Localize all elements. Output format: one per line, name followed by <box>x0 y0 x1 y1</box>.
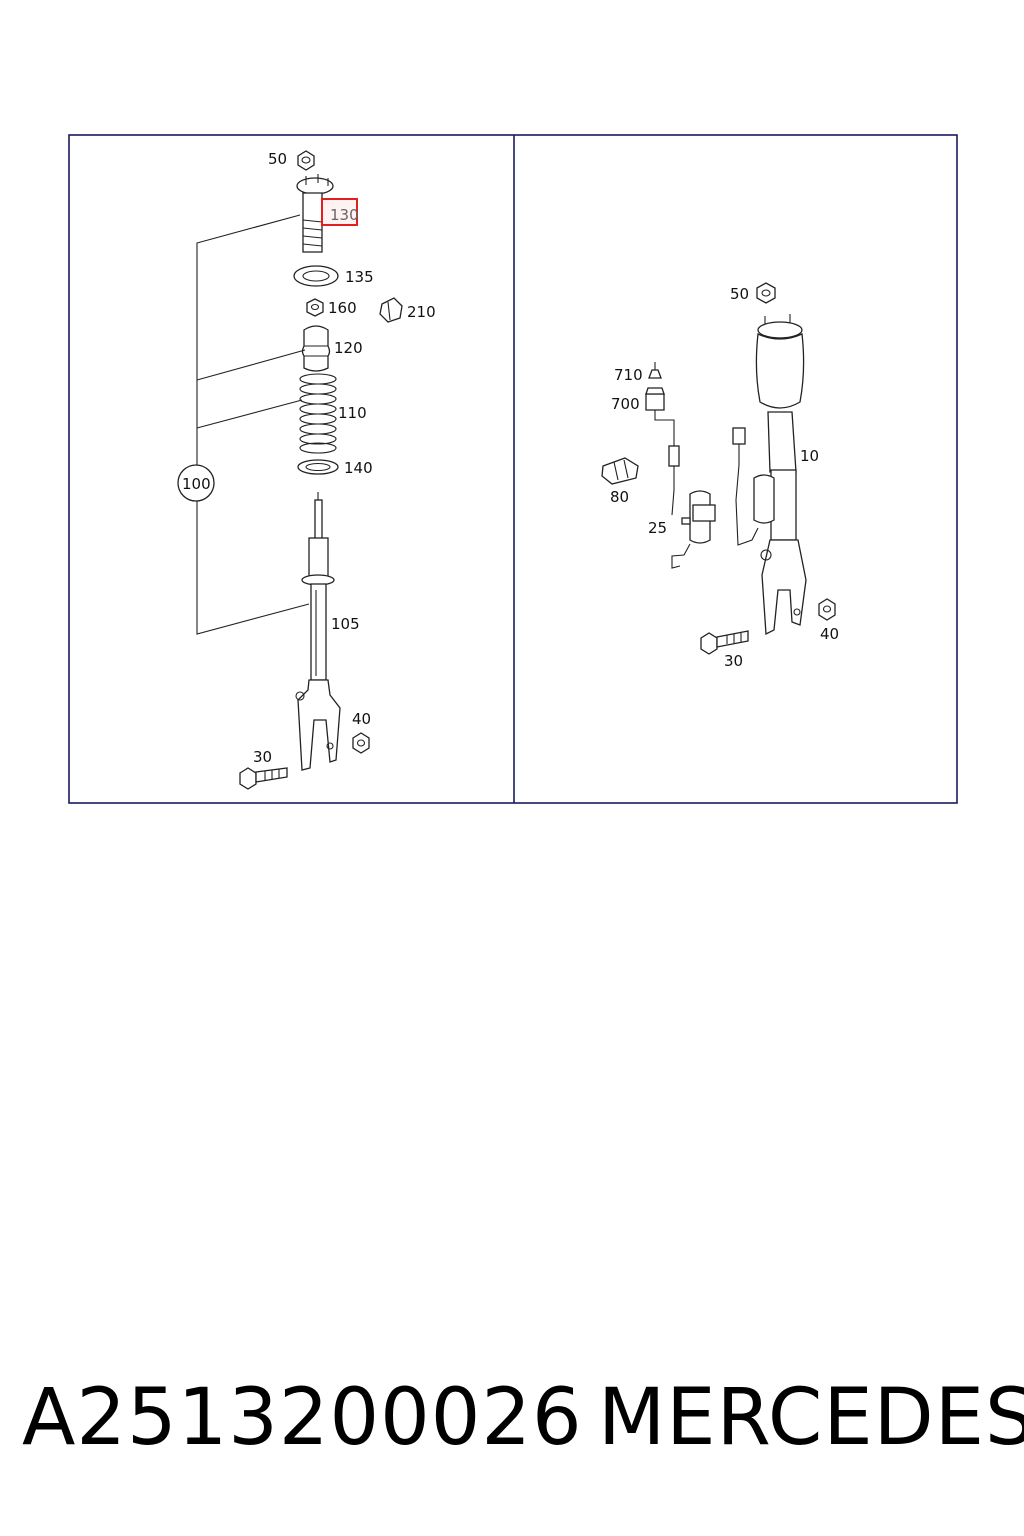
part-140-lower-seat[interactable] <box>297 459 339 475</box>
part-110-coil-spring[interactable] <box>299 373 337 454</box>
parts-diagram: 50 130 135 160 <box>68 134 958 804</box>
callout-30-right[interactable]: 30 <box>724 652 743 670</box>
right-panel: 50 10 710 700 <box>601 282 839 670</box>
part-number-label: A2513200026 <box>22 1373 583 1463</box>
part-40-nut-right[interactable] <box>818 598 836 621</box>
part-25-sensor[interactable] <box>671 490 716 569</box>
part-80-bracket[interactable] <box>601 457 639 485</box>
callout-120[interactable]: 120 <box>334 339 363 357</box>
callout-25[interactable]: 25 <box>648 519 667 537</box>
callout-105[interactable]: 105 <box>331 615 360 633</box>
callout-140[interactable]: 140 <box>344 459 373 477</box>
group-100-bracket <box>196 214 310 635</box>
callout-10[interactable]: 10 <box>800 447 819 465</box>
callout-100[interactable]: 100 <box>182 475 211 493</box>
callout-135[interactable]: 135 <box>345 268 374 286</box>
part-710-cap[interactable] <box>648 362 662 379</box>
part-50-nut-right[interactable] <box>756 282 776 304</box>
callout-80[interactable]: 80 <box>610 488 629 506</box>
diagram-frame <box>68 134 958 804</box>
part-50-nut[interactable] <box>297 150 315 171</box>
callout-130[interactable]: 130 <box>330 206 359 224</box>
part-30-bolt-left[interactable] <box>239 767 288 790</box>
part-120-bump-stop[interactable] <box>301 325 331 372</box>
part-30-bolt-right[interactable] <box>700 630 749 655</box>
callout-50-left[interactable]: 50 <box>268 150 287 168</box>
part-105-strut[interactable] <box>295 492 341 771</box>
callout-710[interactable]: 710 <box>614 366 643 384</box>
part-210-clip[interactable] <box>379 297 403 323</box>
part-130-top-mount[interactable] <box>296 174 334 253</box>
sensor-wire-right <box>732 427 775 546</box>
part-135-spring-seat[interactable] <box>293 265 339 287</box>
part-700-connector[interactable] <box>645 387 665 411</box>
callout-160[interactable]: 160 <box>328 299 357 317</box>
left-panel: 50 130 135 160 <box>177 150 436 790</box>
brand-label: MERCEDES <box>598 1373 1024 1463</box>
sensor-wire-left <box>654 410 675 446</box>
callout-100-circle <box>177 464 215 502</box>
callout-40-right[interactable]: 40 <box>820 625 839 643</box>
part-160-nut[interactable] <box>306 298 324 317</box>
part-40-nut-left[interactable] <box>352 732 370 754</box>
callout-130-highlight <box>321 198 358 226</box>
callout-110[interactable]: 110 <box>338 404 367 422</box>
callout-210[interactable]: 210 <box>407 303 436 321</box>
callout-700[interactable]: 700 <box>611 395 640 413</box>
part-10-air-strut[interactable] <box>755 314 807 636</box>
callout-40-left[interactable]: 40 <box>352 710 371 728</box>
callout-50-right[interactable]: 50 <box>730 285 749 303</box>
callout-30-left[interactable]: 30 <box>253 748 272 766</box>
